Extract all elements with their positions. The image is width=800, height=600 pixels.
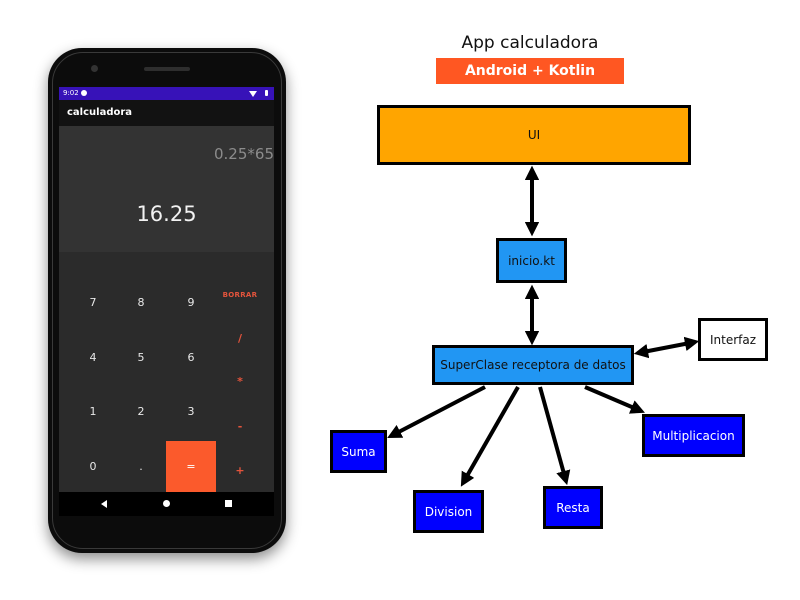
node-multiplicacion: Multiplicacion (642, 414, 745, 457)
node-suma: Suma (330, 430, 387, 473)
key-5[interactable]: 5 (137, 351, 145, 364)
clear-button[interactable]: BORRAR (222, 291, 258, 299)
phone-bezel (52, 52, 282, 549)
back-icon[interactable] (101, 500, 107, 508)
diagram-title: App calculadora (461, 33, 599, 53)
app-title: calculadora (67, 107, 133, 118)
edge-superclase-division (460, 386, 520, 487)
phone-screen: 9:02 calculadora 0.25*65 16.25 7 8 9 BOR… (59, 87, 274, 516)
wifi-icon (249, 91, 257, 97)
calculator-display: 0.25*65 16.25 (59, 126, 274, 252)
equals-button[interactable]: = (166, 441, 216, 492)
edge-superclase-suma (387, 385, 486, 438)
edge-superclase-resta (538, 386, 571, 486)
key-0[interactable]: 0 (89, 460, 97, 473)
key-multiply[interactable]: * (237, 375, 243, 388)
result-text: 16.25 (136, 202, 197, 226)
status-time: 9:02 (63, 89, 79, 97)
battery-icon (265, 90, 268, 96)
edge-superclase-interfaz (633, 336, 700, 359)
node-inicio-kt: inicio.kt (496, 238, 567, 283)
node-ui: UI (377, 105, 691, 165)
recents-icon[interactable] (225, 500, 232, 507)
data-saver-icon (81, 90, 87, 96)
key-decimal[interactable]: . (139, 460, 143, 473)
key-8[interactable]: 8 (137, 296, 145, 309)
key-7[interactable]: 7 (89, 296, 97, 309)
key-1[interactable]: 1 (89, 405, 97, 418)
status-bar: 9:02 (59, 87, 274, 100)
key-9[interactable]: 9 (187, 296, 195, 309)
key-6[interactable]: 6 (187, 351, 195, 364)
key-4[interactable]: 4 (89, 351, 97, 364)
navigation-bar (59, 492, 274, 516)
node-resta: Resta (543, 486, 603, 529)
edge-superclase-multiplicacion (584, 385, 645, 414)
node-interfaz: Interfaz (698, 318, 768, 361)
key-minus[interactable]: - (237, 420, 243, 433)
app-bar: calculadora (59, 100, 274, 126)
keypad: 7 8 9 BORRAR / 4 5 6 * 1 2 3 - 0 . = + (59, 252, 274, 492)
node-division: Division (413, 490, 484, 533)
speaker-grille (144, 67, 190, 71)
diagram-subtitle: Android + Kotlin (436, 58, 624, 84)
key-plus[interactable]: + (235, 464, 245, 477)
expression-text: 0.25*65 (214, 145, 274, 163)
key-2[interactable]: 2 (137, 405, 145, 418)
key-3[interactable]: 3 (187, 405, 195, 418)
key-divide[interactable]: / (237, 332, 243, 345)
camera-icon (91, 65, 98, 72)
node-superclase: SuperClase receptora de datos (432, 345, 634, 385)
home-icon[interactable] (163, 500, 170, 507)
